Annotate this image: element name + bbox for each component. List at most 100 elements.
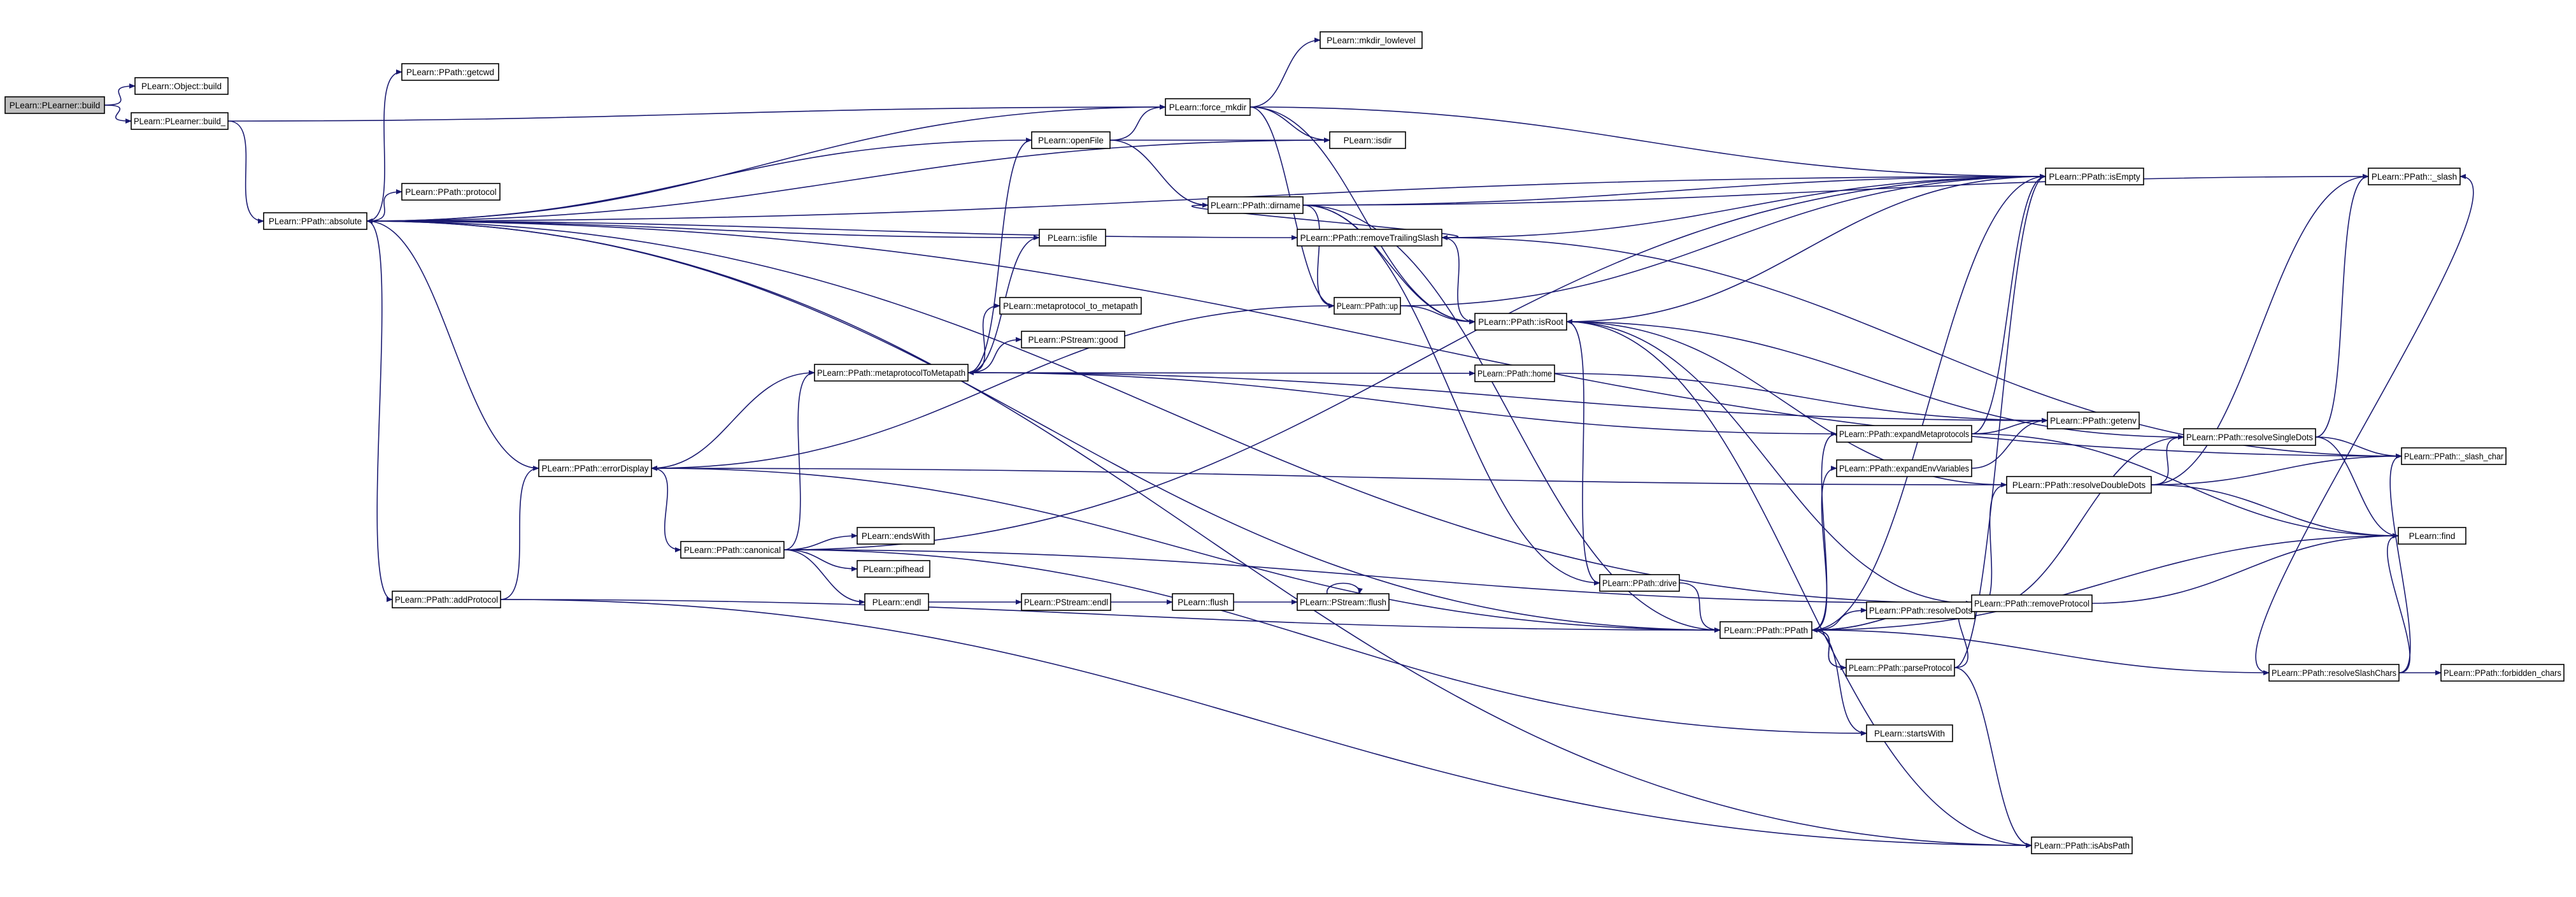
node-box[interactable] [1021, 331, 1125, 348]
node-isEmpty[interactable]: PLearn::PPath::isEmpty [2045, 168, 2144, 185]
node-resolveSlashChars[interactable]: PLearn::PPath::resolveSlashChars [2268, 664, 2400, 682]
node-removeProtocol[interactable]: PLearn::PPath::removeProtocol [1971, 594, 2093, 612]
node-box[interactable] [864, 593, 929, 611]
node-box[interactable] [1474, 313, 1567, 331]
node-obj_build[interactable]: PLearn::Object::build [134, 77, 229, 95]
node-box[interactable] [857, 527, 935, 545]
node-build_[interactable]: PLearn::PLearner::build_ [131, 112, 229, 130]
node-home[interactable]: PLearn::PPath::home [1474, 364, 1555, 382]
node-find[interactable]: PLearn::find [2398, 527, 2466, 545]
node-resolveDots[interactable]: PLearn::PPath::resolveDots [1866, 601, 1975, 619]
node-box[interactable] [401, 183, 501, 201]
node-dirname[interactable]: PLearn::PPath::dirname [1207, 196, 1304, 214]
node-_slash[interactable]: PLearn::PPath::_slash [2368, 168, 2461, 185]
node-box[interactable] [2047, 412, 2140, 429]
node-box[interactable] [1971, 594, 2093, 612]
node-canonical[interactable]: PLearn::PPath::canonical [680, 541, 785, 559]
edge-line [967, 370, 1837, 434]
node-mp_to_mp[interactable]: PLearn::metaprotocol_to_metapath [999, 297, 1142, 315]
node-resolveDoubleDots[interactable]: PLearn::PPath::resolveDoubleDots [2006, 476, 2152, 494]
node-box[interactable] [1021, 593, 1111, 611]
node-_slash_char[interactable]: PLearn::PPath::_slash_char [2401, 447, 2507, 465]
node-isfile[interactable]: PLearn::isfile [1039, 229, 1106, 247]
node-box[interactable] [1866, 601, 1975, 619]
node-box[interactable] [2268, 664, 2400, 682]
node-pifhead[interactable]: PLearn::pifhead [857, 560, 930, 578]
node-expandEnv[interactable]: PLearn::PPath::expandEnvVariables [1836, 459, 1972, 477]
node-box[interactable] [1207, 196, 1304, 214]
node-expandMeta[interactable]: PLearn::PPath::expandMetaprotocols [1836, 425, 1972, 443]
node-box[interactable] [1297, 593, 1390, 611]
node-absolute[interactable]: PLearn::PPath::absolute [263, 212, 367, 230]
node-endl[interactable]: PLearn::endl [864, 593, 929, 611]
node-box[interactable] [1599, 574, 1680, 592]
node-box[interactable] [392, 591, 501, 608]
node-box[interactable] [1836, 459, 1972, 477]
node-drive[interactable]: PLearn::PPath::drive [1599, 574, 1680, 592]
node-getcwd[interactable]: PLearn::PPath::getcwd [401, 63, 499, 81]
node-box[interactable] [2398, 527, 2466, 545]
edge-line [500, 466, 539, 600]
node-isdir[interactable]: PLearn::isdir [1329, 131, 1406, 149]
node-box[interactable] [1039, 229, 1106, 247]
node-addProtocol[interactable]: PLearn::PPath::addProtocol [392, 591, 501, 608]
node-startsWith[interactable]: PLearn::startsWith [1866, 724, 1953, 742]
node-box[interactable] [1836, 425, 1972, 443]
node-box[interactable] [1846, 659, 1955, 677]
node-box[interactable] [2006, 476, 2152, 494]
node-forbidden[interactable]: PLearn::PPath::forbidden_chars [2440, 664, 2565, 682]
node-box[interactable] [1329, 131, 1406, 149]
node-errorDisplay[interactable]: PLearn::PPath::errorDisplay [538, 459, 652, 477]
node-box[interactable] [999, 297, 1142, 315]
edge-dirname-to-removeTrailingSlash [1192, 205, 1458, 240]
node-force_mkdir[interactable]: PLearn::force_mkdir [1165, 98, 1251, 116]
node-isAbsPath[interactable]: PLearn::PPath::isAbsPath [2031, 836, 2133, 854]
node-box[interactable] [1320, 31, 1423, 49]
node-box[interactable] [4, 96, 105, 114]
node-pstream_flush[interactable]: PLearn::PStream::flush [1297, 593, 1390, 611]
node-box[interactable] [1031, 131, 1111, 149]
node-mkdir_lowlevel[interactable]: PLearn::mkdir_lowlevel [1320, 31, 1423, 49]
node-resolveSingleDots[interactable]: PLearn::PPath::resolveSingleDots [2183, 428, 2316, 446]
node-isRoot[interactable]: PLearn::PPath::isRoot [1474, 313, 1567, 331]
node-up[interactable]: PLearn::PPath::up [1334, 297, 1401, 315]
node-box[interactable] [2440, 664, 2565, 682]
node-box[interactable] [1297, 229, 1442, 247]
node-box[interactable] [2401, 447, 2507, 465]
node-box[interactable] [814, 364, 969, 382]
node-box[interactable] [1719, 621, 1812, 639]
node-build[interactable]: PLearn::PLearner::build [4, 96, 105, 114]
node-ppath[interactable]: PLearn::PPath::PPath [1719, 621, 1812, 639]
node-m2m[interactable]: PLearn::PPath::metaprotocolToMetapath [814, 364, 969, 382]
edge-expandMeta-to-isEmpty [1971, 174, 2046, 434]
node-getenv[interactable]: PLearn::PPath::getenv [2047, 412, 2140, 429]
edge-line [366, 140, 1032, 224]
node-box[interactable] [2368, 168, 2461, 185]
node-pstream_endl[interactable]: PLearn::PStream::endl [1021, 593, 1111, 611]
node-removeTrailingSlash[interactable]: PLearn::PPath::removeTrailingSlash [1297, 229, 1442, 247]
node-box[interactable] [1474, 364, 1555, 382]
node-flush[interactable]: PLearn::flush [1172, 593, 1234, 611]
edge-line [366, 219, 1040, 238]
node-box[interactable] [131, 112, 229, 130]
node-protocol[interactable]: PLearn::PPath::protocol [401, 183, 501, 201]
node-box[interactable] [1165, 98, 1251, 116]
node-openFile[interactable]: PLearn::openFile [1031, 131, 1111, 149]
node-box[interactable] [857, 560, 930, 578]
node-box[interactable] [2031, 836, 2133, 854]
node-box[interactable] [134, 77, 229, 95]
node-box[interactable] [263, 212, 367, 230]
node-box[interactable] [1866, 724, 1953, 742]
node-box[interactable] [401, 63, 499, 81]
node-parseProtocol[interactable]: PLearn::PPath::parseProtocol [1846, 659, 1955, 677]
node-box[interactable] [1172, 593, 1234, 611]
node-box[interactable] [1334, 297, 1401, 315]
node-endsWith[interactable]: PLearn::endsWith [857, 527, 935, 545]
node-good[interactable]: PLearn::PStream::good [1021, 331, 1125, 348]
node-box[interactable] [2183, 428, 2316, 446]
node-box[interactable] [2045, 168, 2144, 185]
node-box[interactable] [538, 459, 652, 477]
node-box[interactable] [680, 541, 785, 559]
edge-line [1109, 140, 1209, 208]
